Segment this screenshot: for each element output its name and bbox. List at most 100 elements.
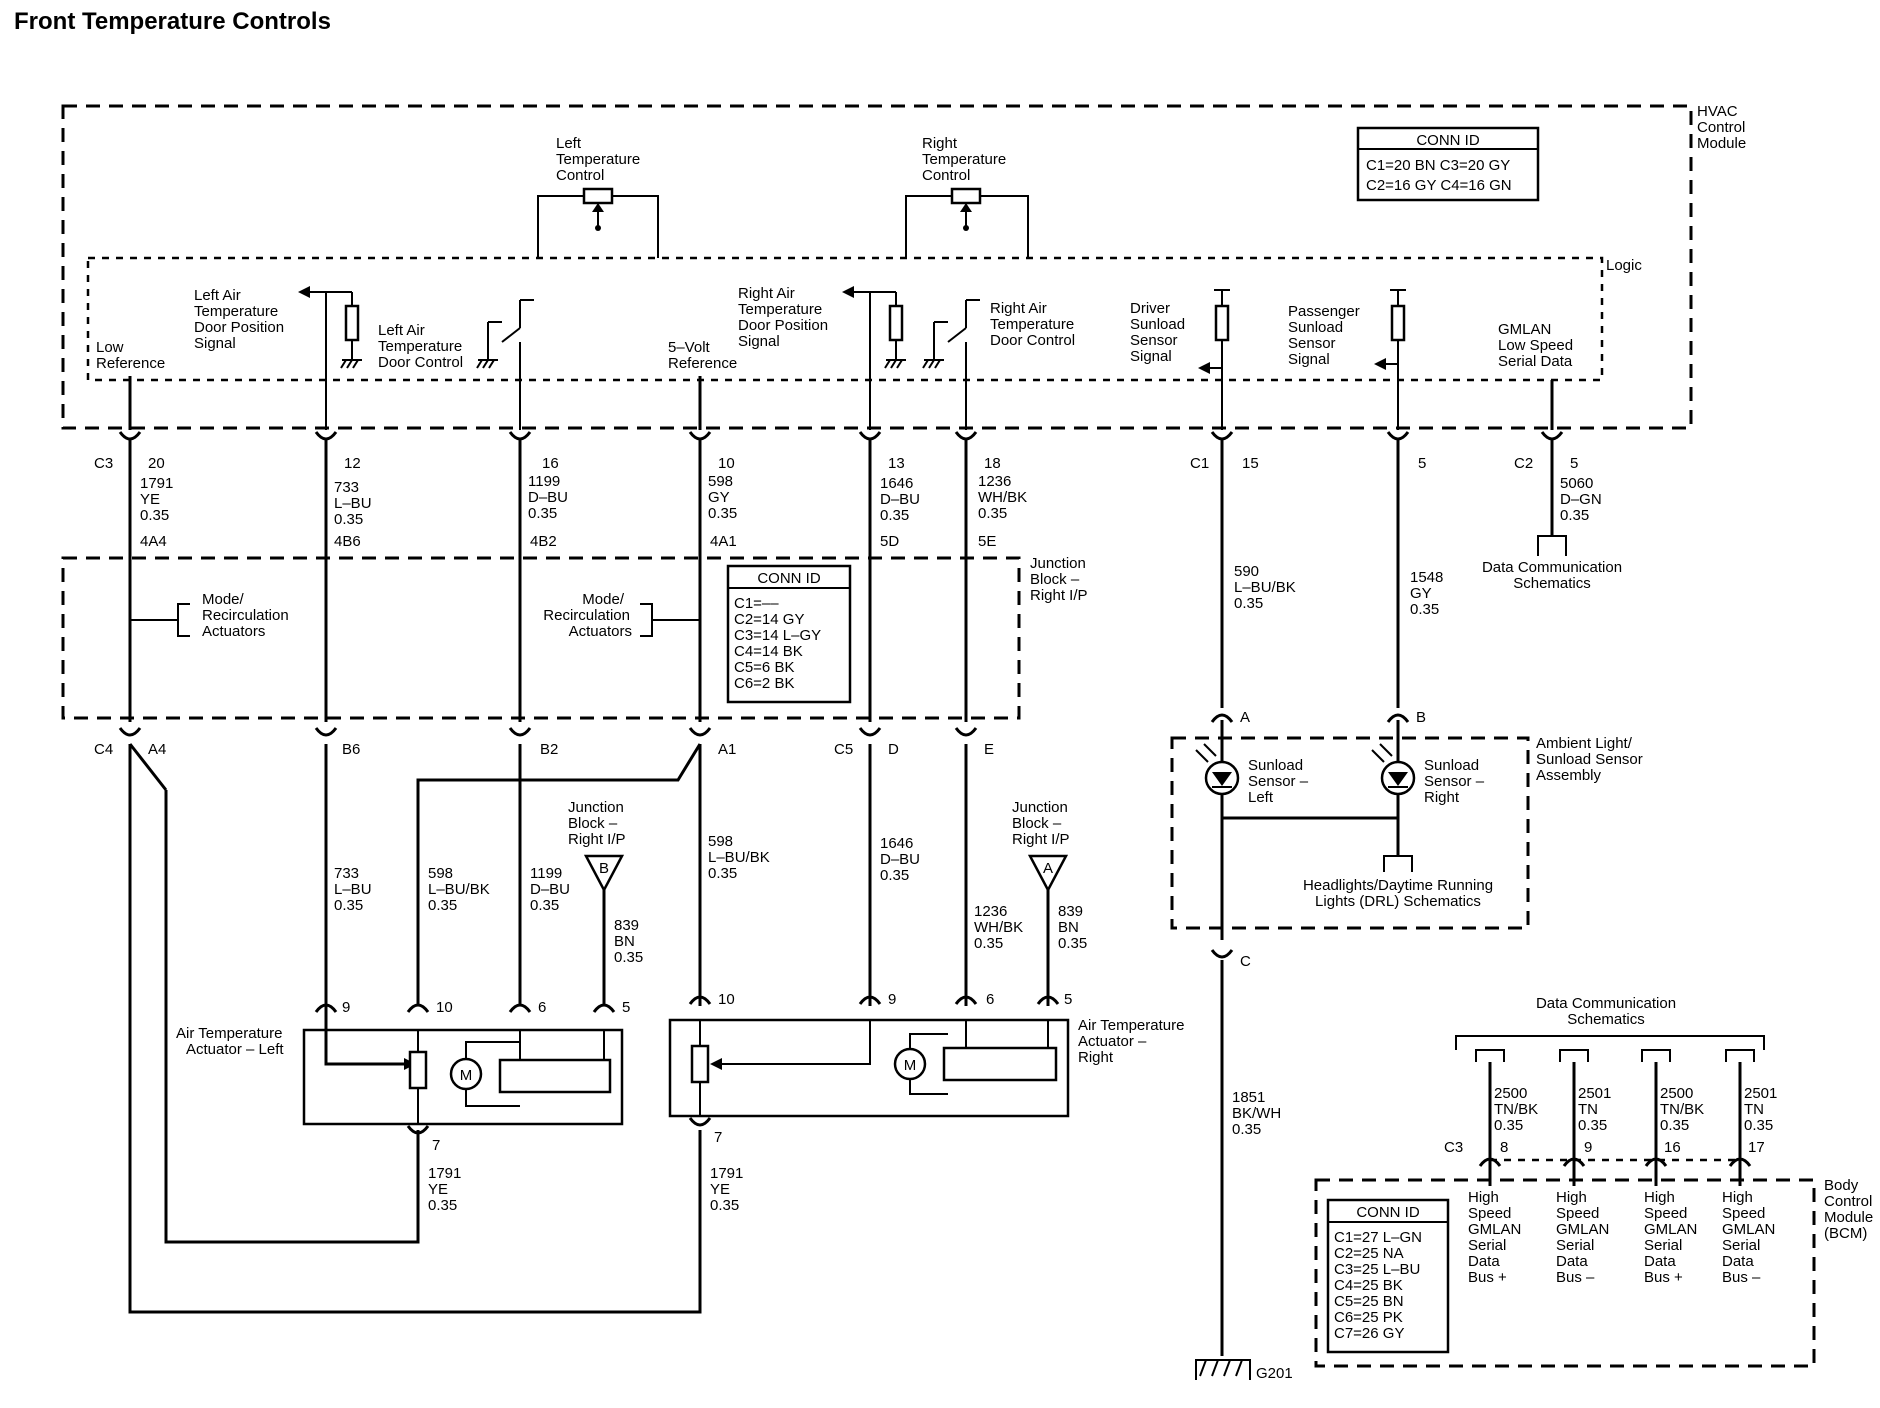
jb-ref-a: Junction Block – Right I/P A bbox=[1012, 799, 1070, 893]
svg-text:2500: 2500 bbox=[1660, 1085, 1693, 1102]
svg-text:L–BU: L–BU bbox=[334, 495, 372, 512]
svg-text:Bus +: Bus + bbox=[1468, 1269, 1507, 1286]
svg-text:0.35: 0.35 bbox=[334, 511, 363, 528]
svg-text:Bus –: Bus – bbox=[1556, 1269, 1595, 1286]
svg-text:C5=25 BN: C5=25 BN bbox=[1334, 1293, 1404, 1310]
bcm-conn-id-table: CONN ID C1=27 L–GN C2=25 NA C3=25 L–BU C… bbox=[1326, 1198, 1450, 1354]
svg-text:7: 7 bbox=[432, 1137, 440, 1154]
svg-text:Serial: Serial bbox=[1468, 1237, 1506, 1254]
svg-text:Serial: Serial bbox=[1644, 1237, 1682, 1254]
connector-c1: C1 bbox=[1190, 455, 1209, 472]
svg-text:6: 6 bbox=[986, 991, 994, 1008]
passenger-sunload-signal-label: Passenger Sunload Sensor Signal bbox=[1288, 303, 1360, 368]
bcm-wire-ref bbox=[1475, 1049, 1505, 1062]
svg-text:0.35: 0.35 bbox=[428, 1197, 457, 1214]
svg-text:C6=25 PK: C6=25 PK bbox=[1334, 1309, 1403, 1326]
passenger-sunload-circuit bbox=[1374, 289, 1406, 430]
svg-text:Signal: Signal bbox=[1130, 348, 1172, 365]
connector-pin-arc bbox=[592, 1003, 616, 1013]
svg-text:Serial Data: Serial Data bbox=[1498, 353, 1573, 370]
svg-text:0.35: 0.35 bbox=[1410, 601, 1439, 618]
svg-text:Speed: Speed bbox=[1556, 1205, 1599, 1222]
svg-text:M: M bbox=[904, 1057, 917, 1074]
svg-text:0.35: 0.35 bbox=[710, 1197, 739, 1214]
svg-text:Actuators: Actuators bbox=[569, 623, 632, 640]
svg-text:CONN ID: CONN ID bbox=[1416, 132, 1480, 149]
svg-text:1548: 1548 bbox=[1410, 569, 1443, 586]
data-comm-top-ref: Data Communication Schematics bbox=[1482, 535, 1622, 592]
svg-text:Right: Right bbox=[1078, 1049, 1114, 1066]
sunload-connector-arcs bbox=[1210, 713, 1410, 959]
svg-text:TN/BK: TN/BK bbox=[1660, 1101, 1704, 1118]
svg-text:0.35: 0.35 bbox=[1234, 595, 1263, 612]
connector-pin-arc bbox=[314, 431, 338, 441]
connector-pin-arc bbox=[1210, 431, 1234, 441]
five-volt-reference-label: 5–Volt Reference bbox=[668, 339, 737, 372]
bcm-boundary bbox=[1314, 1178, 1816, 1368]
svg-text:0.35: 0.35 bbox=[428, 897, 457, 914]
svg-text:0.35: 0.35 bbox=[528, 505, 557, 522]
svg-text:Module: Module bbox=[1824, 1209, 1873, 1226]
page-title: Front Temperature Controls bbox=[14, 8, 331, 35]
right-door-control-label: Right Air Temperature Door Control bbox=[990, 300, 1075, 349]
svg-text:Sensor: Sensor bbox=[1130, 332, 1178, 349]
svg-text:Schematics: Schematics bbox=[1567, 1011, 1645, 1028]
connector-pin-arc bbox=[406, 1125, 430, 1135]
junction-block-top-pins: 4A4 4B6 4B2 4A1 5D 5E bbox=[140, 533, 996, 550]
svg-text:WH/BK: WH/BK bbox=[974, 919, 1023, 936]
svg-text:5: 5 bbox=[1570, 455, 1578, 472]
lower-wiring bbox=[128, 743, 1050, 1314]
svg-text:HVAC: HVAC bbox=[1697, 103, 1738, 120]
svg-text:Actuator – Left: Actuator – Left bbox=[186, 1041, 284, 1058]
connector-pin-arc bbox=[688, 995, 712, 1005]
svg-text:YE: YE bbox=[710, 1181, 730, 1198]
svg-text:B6: B6 bbox=[342, 741, 360, 758]
junction-block-label: Junction Block – Right I/P bbox=[1030, 555, 1088, 604]
svg-text:Sensor: Sensor bbox=[1288, 335, 1336, 352]
bcm-module-label: Body Control Module (BCM) bbox=[1824, 1177, 1873, 1242]
svg-text:B: B bbox=[599, 860, 609, 877]
svg-text:TN: TN bbox=[1744, 1101, 1764, 1118]
logic-boundary bbox=[86, 256, 1604, 382]
svg-text:Data Communication: Data Communication bbox=[1482, 559, 1622, 576]
svg-text:0.35: 0.35 bbox=[1058, 935, 1087, 952]
svg-text:598: 598 bbox=[708, 473, 733, 490]
return-wire-labels: 1791 YE 0.35 1791 YE 0.35 bbox=[428, 1165, 743, 1214]
svg-text:Temperature: Temperature bbox=[990, 316, 1074, 333]
svg-text:4A4: 4A4 bbox=[140, 533, 167, 550]
connector-pin-arc bbox=[858, 727, 882, 737]
actuator-connector-row bbox=[314, 995, 1060, 1135]
headlights-drl-ref: Headlights/Daytime Running Lights (DRL) … bbox=[1303, 855, 1493, 910]
svg-text:Reference: Reference bbox=[96, 355, 165, 372]
junction-block-boundary bbox=[61, 556, 1021, 720]
svg-text:High: High bbox=[1556, 1189, 1587, 1206]
gmlan-low-speed-label: GMLAN Low Speed Serial Data bbox=[1498, 321, 1573, 370]
svg-text:2500: 2500 bbox=[1494, 1085, 1527, 1102]
svg-text:Control: Control bbox=[1697, 119, 1745, 136]
svg-text:1791: 1791 bbox=[710, 1165, 743, 1182]
svg-text:Block –: Block – bbox=[568, 815, 618, 832]
svg-text:BN: BN bbox=[1058, 919, 1079, 936]
svg-text:Headlights/Daytime Running: Headlights/Daytime Running bbox=[1303, 877, 1493, 894]
svg-text:17: 17 bbox=[1748, 1139, 1765, 1156]
svg-text:D–BU: D–BU bbox=[530, 881, 570, 898]
svg-text:YE: YE bbox=[428, 1181, 448, 1198]
svg-text:Left: Left bbox=[556, 135, 582, 152]
svg-text:Temperature: Temperature bbox=[922, 151, 1006, 168]
svg-text:GMLAN: GMLAN bbox=[1556, 1221, 1609, 1238]
svg-text:C7=26 GY: C7=26 GY bbox=[1334, 1325, 1404, 1342]
svg-text:Data: Data bbox=[1722, 1253, 1754, 1270]
svg-text:0.35: 0.35 bbox=[880, 867, 909, 884]
svg-text:Sunload Sensor: Sunload Sensor bbox=[1536, 751, 1643, 768]
svg-text:5–Volt: 5–Volt bbox=[668, 339, 711, 356]
svg-text:Junction: Junction bbox=[568, 799, 624, 816]
svg-text:YE: YE bbox=[140, 491, 160, 508]
connector-c2: C2 bbox=[1514, 455, 1533, 472]
svg-text:6: 6 bbox=[538, 999, 546, 1016]
svg-text:4B6: 4B6 bbox=[334, 533, 361, 550]
connector-pin-arc bbox=[1644, 1157, 1668, 1167]
svg-text:Sunload: Sunload bbox=[1248, 757, 1303, 774]
svg-text:Right Air: Right Air bbox=[738, 285, 795, 302]
